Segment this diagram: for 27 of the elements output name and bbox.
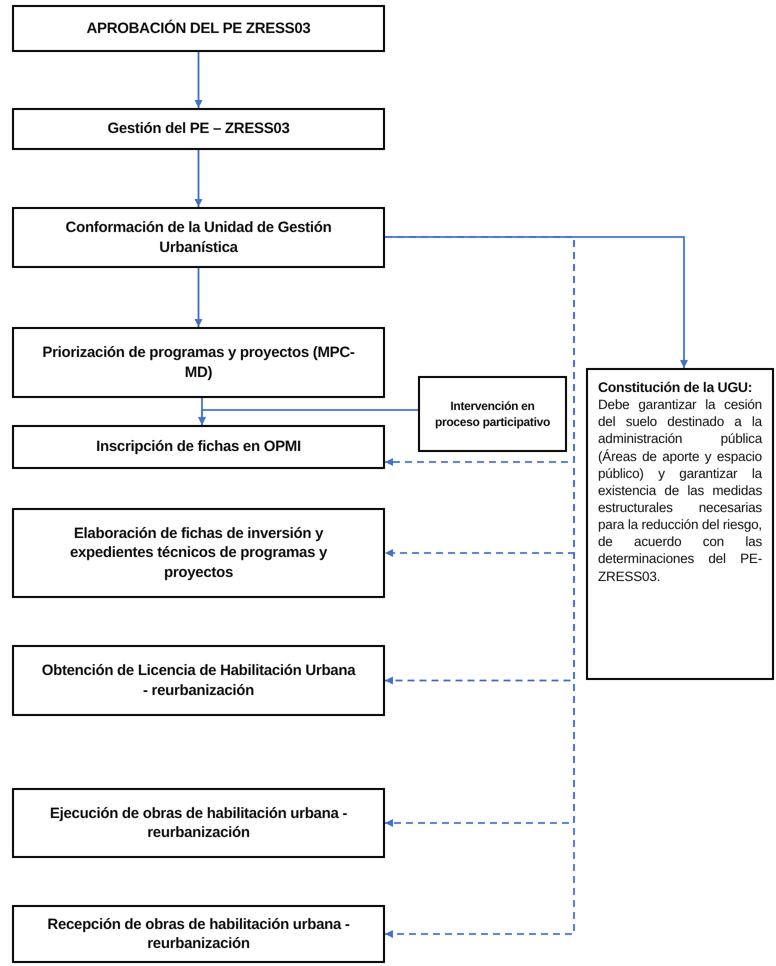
process-box [12,905,385,963]
arrow [194,268,203,327]
box-title: Intervención en proceso participativo [434,398,552,430]
note-box [586,368,774,680]
box-title: Obtención de Licencia de Habilitación Urbana - reurbanización [40,661,357,700]
process-box [12,508,385,598]
arrow [194,150,203,207]
box-title: Recepción de obras de habilitación urbana - reurbanización [46,914,351,954]
box-title: Ejecución de obras de habilitación urbana - reurbanización [48,804,348,842]
process-box [418,376,567,452]
arrow [198,409,418,425]
process-box [12,5,385,52]
process-box [12,788,385,858]
process-box [12,425,385,469]
box-title: Conformación de la Unidad de Gestión Urbanística [64,218,332,257]
box-title: Constitución de la UGU: [598,378,754,396]
process-box [12,207,385,268]
box-title: Priorización de programas y proyectos (MPC-MD) [41,343,356,382]
box-title: Elaboración de fichas de inversión y expedientes técnicos de programas y proyectos [68,524,328,582]
process-box [12,108,385,150]
arrow [194,52,203,108]
box-text: Debe garantizar la cesión del suelo destinado a la administración pública (Áreas de aporte y espacio público) y garantizar la existencia de las medidas estructurales necesarias para la reducción del riesgo, de acuerdo con las determinaciones del PE-ZRESS03. [598,396,762,585]
process-box [12,327,385,398]
process-box [12,645,385,716]
box-title: Inscripción de fichas en OPMI [95,437,302,457]
box-title: Gestión del PE – ZRESS03 [106,119,291,139]
box-title: APROBACIÓN DEL PE ZRESS03 [86,18,312,38]
